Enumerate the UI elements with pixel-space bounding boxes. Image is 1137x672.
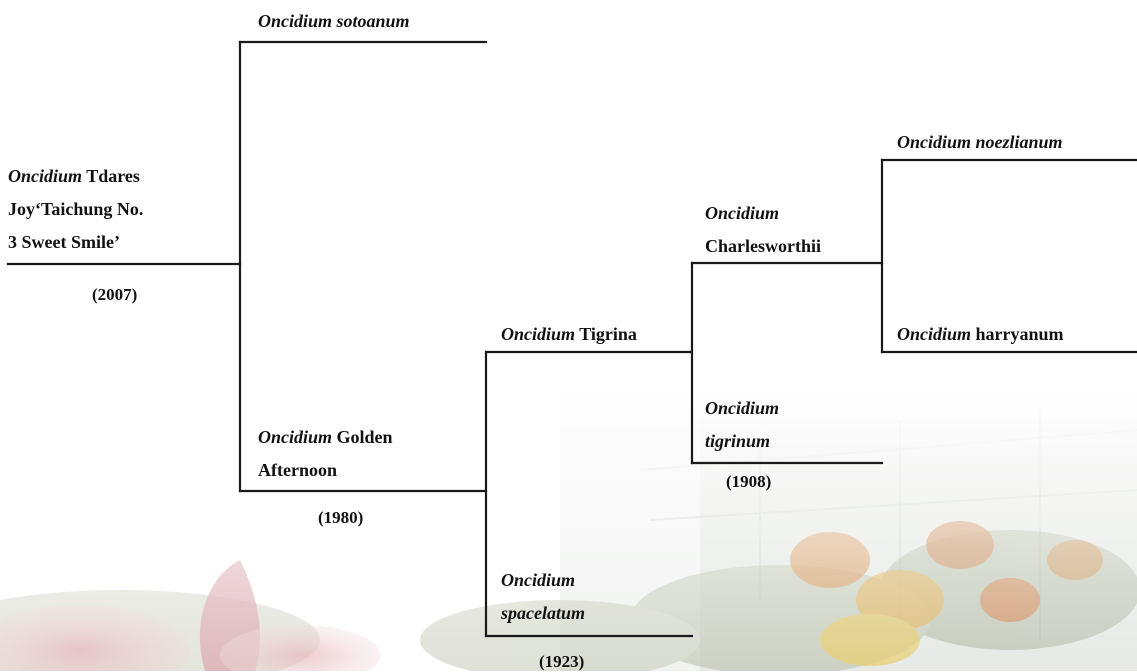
sotoanum-label: Oncidium sotoanum (258, 5, 410, 38)
noezlianum-label: Oncidium noezlianum (897, 126, 1063, 159)
tigrina-genus: Oncidium (501, 324, 576, 344)
spacelatum-year: (1923) (539, 652, 585, 671)
charlesworthii-label: Oncidium Charlesworthii (705, 197, 821, 263)
root-hybrid-label: Oncidium Tdares Joy‘Taichung No. 3 Sweet… (8, 160, 143, 259)
harryanum-label: Oncidium harryanum (897, 318, 1064, 351)
golden-afternoon-genus: Oncidium (258, 427, 333, 447)
golden-afternoon-year: (1980) (318, 508, 364, 527)
spacelatum-genus: Oncidium (501, 570, 576, 590)
spacelatum-label: Oncidium spacelatum (501, 564, 585, 630)
tigrinum-species: tigrinum (705, 431, 771, 451)
harryanum-genus: Oncidium (897, 324, 972, 344)
tigrina-label: Oncidium Tigrina (501, 318, 637, 351)
tigrinum-year: (1908) (726, 472, 772, 491)
noezlianum-name: Oncidium noezlianum (897, 132, 1063, 152)
root-name-part3: 3 Sweet Smile’ (8, 232, 120, 252)
tigrinum-label: Oncidium tigrinum (705, 392, 779, 458)
spacelatum-species: spacelatum (501, 603, 585, 623)
root-genus: Oncidium (8, 166, 83, 186)
harryanum-name: harryanum (971, 324, 1064, 344)
golden-afternoon-label: Oncidium Golden Afternoon (258, 421, 393, 487)
charlesworthii-name: Charlesworthii (705, 236, 821, 256)
golden-afternoon-name-part2: Afternoon (258, 460, 337, 480)
root-name-part2: Joy‘Taichung No. (8, 199, 144, 219)
tigrina-name: Tigrina (575, 324, 637, 344)
tigrinum-genus: Oncidium (705, 398, 780, 418)
golden-afternoon-name-part1: Golden (332, 427, 393, 447)
root-year: (2007) (92, 285, 138, 304)
sotoanum-name: Oncidium sotoanum (258, 11, 410, 31)
charlesworthii-genus: Oncidium (705, 203, 780, 223)
root-name-part1: Tdares (82, 166, 140, 186)
